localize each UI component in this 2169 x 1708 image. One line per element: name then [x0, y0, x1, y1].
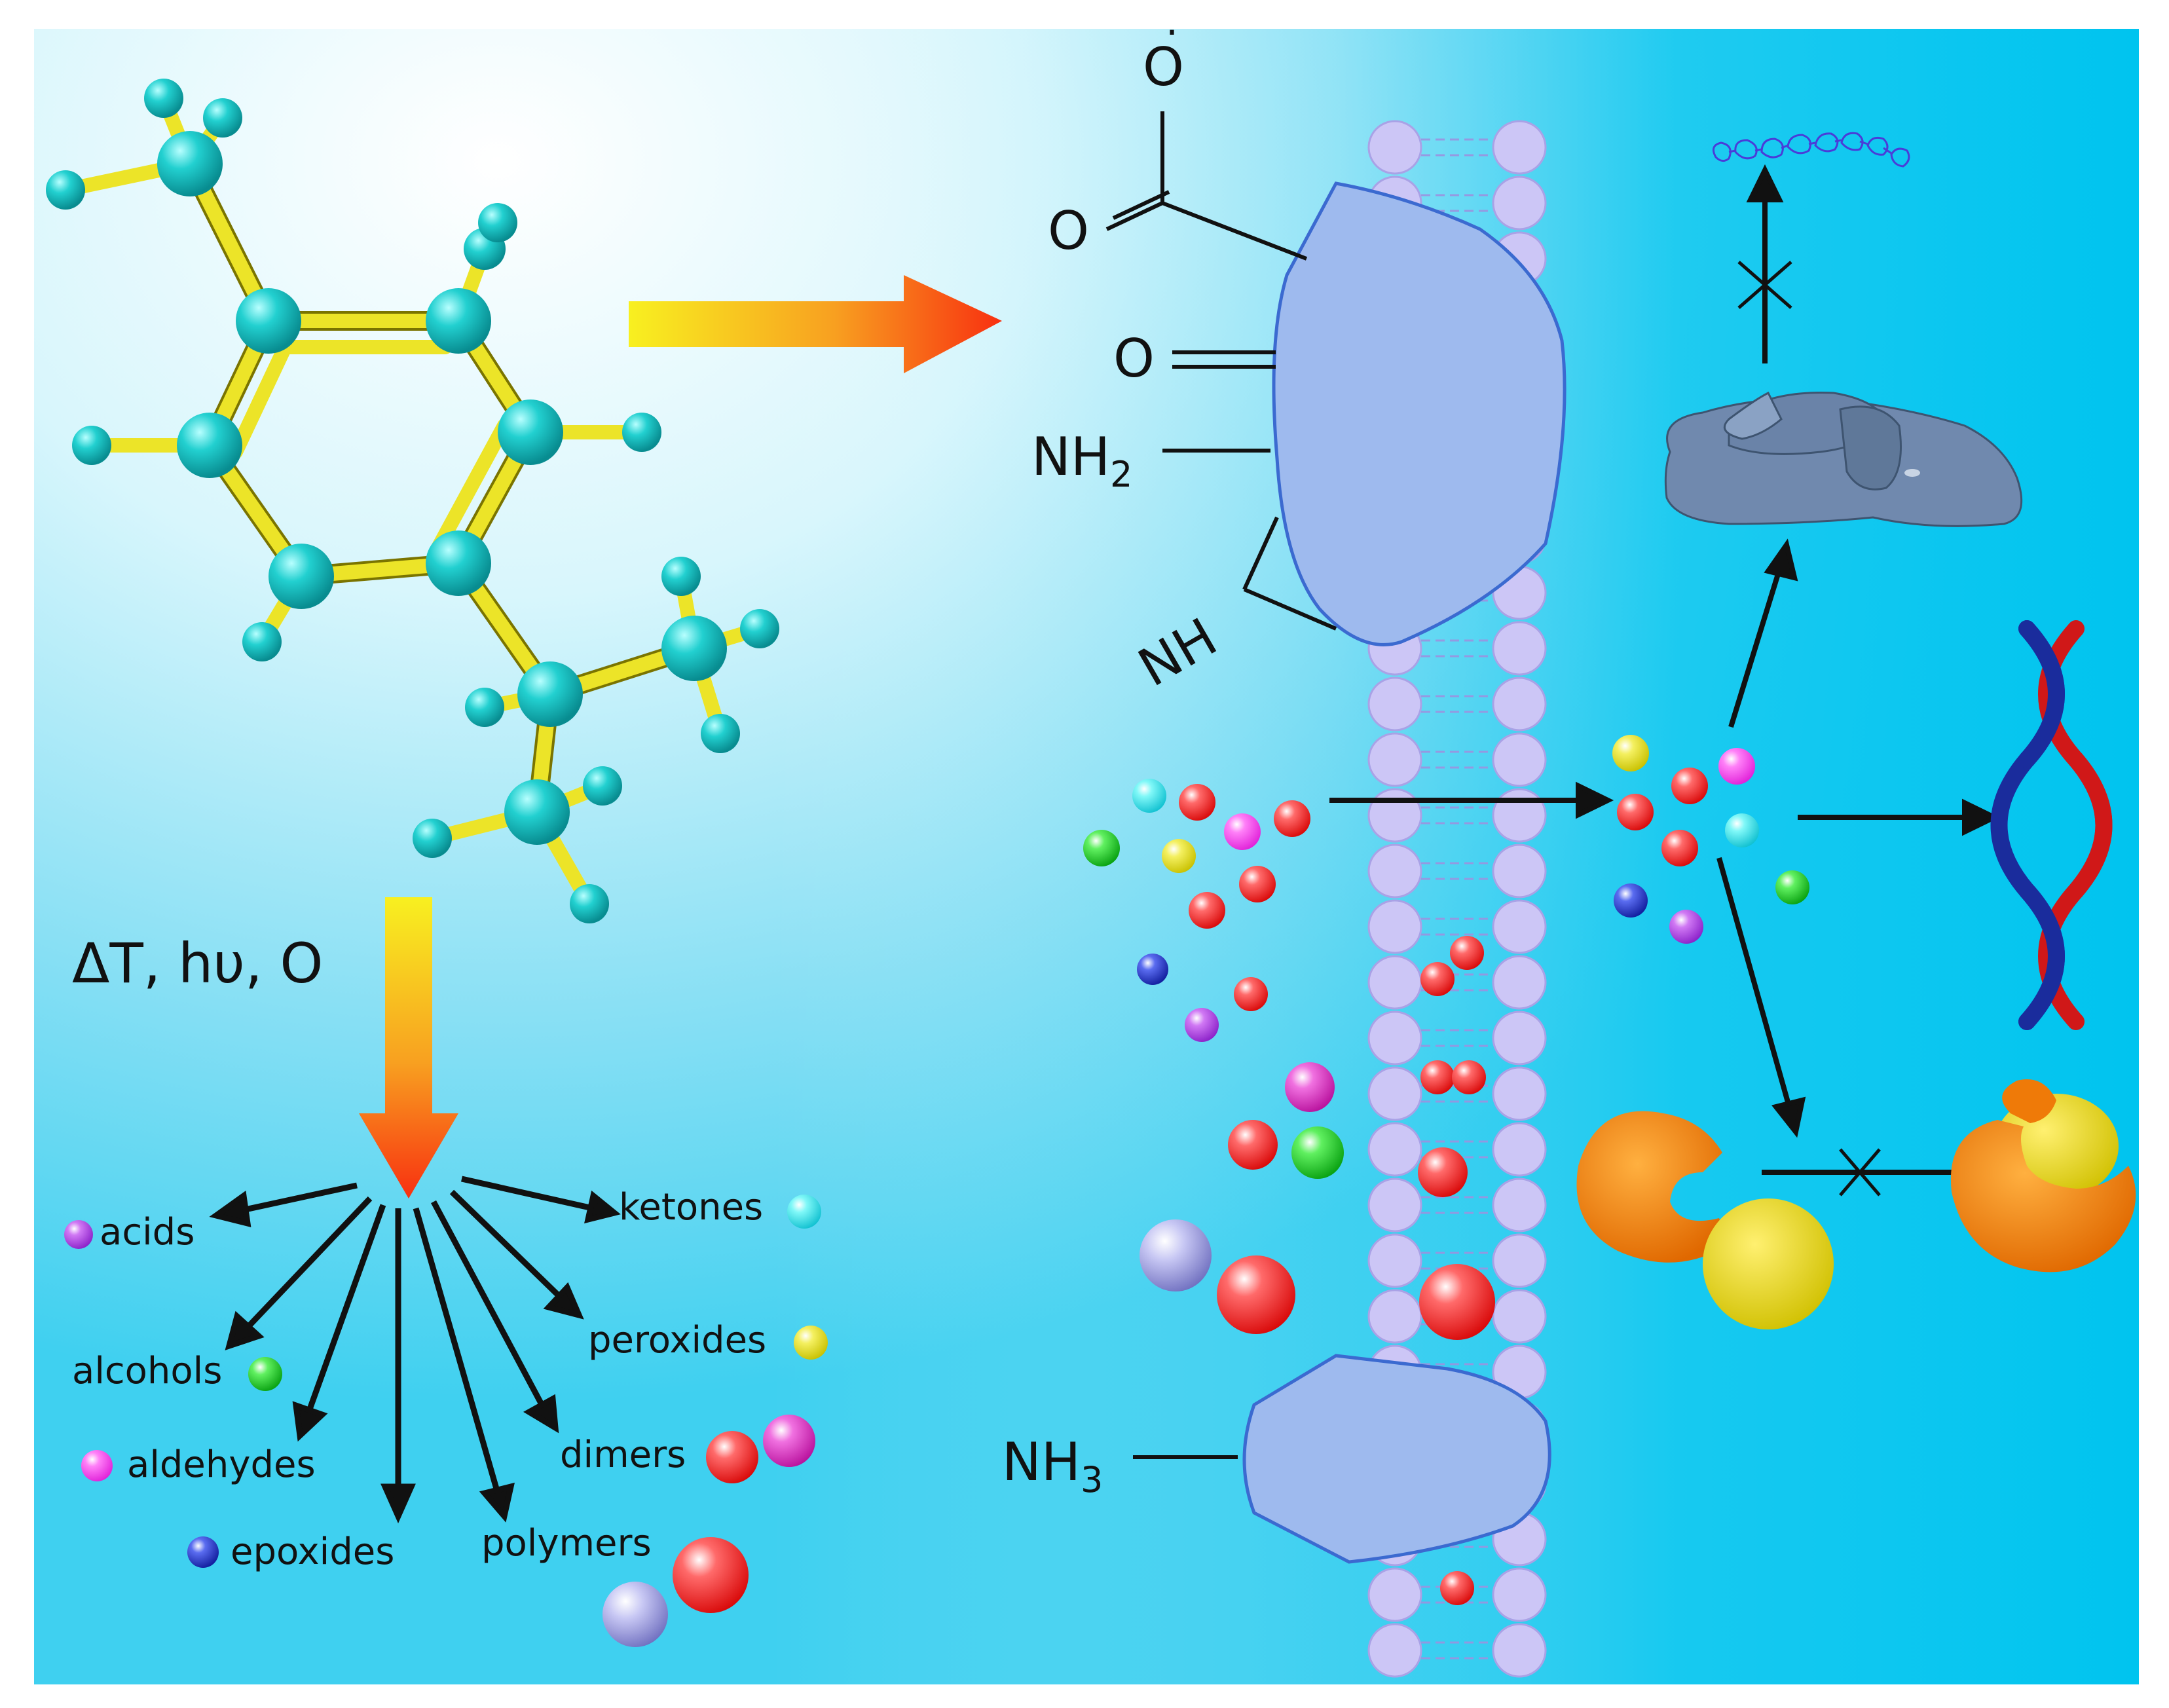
lipid-head: [1492, 955, 1547, 1010]
lipid-head: [1367, 1233, 1422, 1288]
carbonyl-o-label-1: O: [1048, 200, 1089, 261]
lipid-head: [1492, 899, 1547, 954]
aldehydes-label: aldehydes: [127, 1443, 316, 1486]
substrate-icon: [1703, 1198, 1834, 1329]
lipid-head: [1367, 1178, 1422, 1233]
nh3-label: NH3: [1002, 1432, 1103, 1500]
lipid-head: [1492, 1011, 1547, 1066]
acids-label: acids: [100, 1211, 195, 1253]
lipid-head: [1492, 1623, 1547, 1678]
product-list: acids alcohols aldehydes epoxides polyme…: [64, 1186, 828, 1647]
peroxides-ball: [794, 1326, 828, 1360]
lipid-head: [1367, 899, 1422, 954]
o-minus-label: O: [1143, 37, 1184, 98]
degradation-arrow-down: [359, 897, 458, 1198]
oxidation-products-in-membrane: [1418, 936, 1495, 1605]
ketones-label: ketones: [619, 1186, 763, 1229]
lipid-head: [1492, 1233, 1547, 1288]
product-arrows: [209, 1176, 621, 1524]
lipid-head: [1492, 176, 1547, 231]
lipid-head: [1367, 120, 1422, 175]
alcohols-label: alcohols: [72, 1350, 222, 1392]
lipid-head: [1367, 1122, 1422, 1177]
pathway-arrows: [1329, 164, 2001, 1191]
lipid-head: [1492, 1289, 1547, 1344]
nh2-label: NH2: [1031, 426, 1132, 495]
lipid-head: [1492, 621, 1547, 676]
dimers-label: dimers: [560, 1434, 686, 1476]
o-dot: ·: [1166, 10, 1178, 56]
lipid-head: [1367, 732, 1422, 787]
oxidation-products-intracellular: [1612, 735, 1809, 944]
lipid-head: [1492, 788, 1547, 843]
dimers-ball-2: [763, 1415, 815, 1467]
lipid-head: [1492, 1178, 1547, 1233]
lipid-head: [1492, 120, 1547, 175]
lipid-head: [1492, 677, 1547, 732]
enzyme-icon: [1576, 1111, 1729, 1263]
lipid-head: [1492, 1066, 1547, 1121]
lipid-head: [1492, 1122, 1547, 1177]
lipid-head: [1367, 1623, 1422, 1678]
blocked-arrow-icon: [1737, 261, 1881, 1197]
epoxides-label: epoxides: [231, 1531, 394, 1573]
dna-helix-icon: [1990, 620, 2113, 1030]
aldehydes-ball: [81, 1450, 113, 1481]
epoxides-ball: [187, 1536, 219, 1568]
ketones-ball: [787, 1195, 821, 1229]
carbonyl-o-label-2: O: [1113, 328, 1155, 389]
lipid-head: [1367, 1066, 1422, 1121]
lipid-head: [1367, 1567, 1422, 1622]
acids-ball: [64, 1220, 93, 1249]
alcohols-ball: [248, 1357, 282, 1391]
enzyme-substrate-complex-icon: [1950, 1079, 2136, 1272]
molecule-3d-icon: [46, 79, 779, 923]
lipid-head: [1367, 955, 1422, 1010]
lipid-head: [1367, 1011, 1422, 1066]
lipid-head: [1367, 1289, 1422, 1344]
lipid-head: [1367, 844, 1422, 899]
polymers-ball-1: [602, 1582, 668, 1647]
oxidation-products-outside: [1083, 779, 1344, 1334]
transmembrane-protein-icon-bottom: NH3: [1002, 1354, 1551, 1564]
lipid-head: [1492, 732, 1547, 787]
polymers-label: polymers: [481, 1522, 652, 1565]
peroxides-label: peroxides: [588, 1319, 766, 1362]
reaction-arrow-right: [629, 275, 1002, 373]
lipid-head: [1367, 788, 1422, 843]
peptide-chain-icon: [1712, 132, 1910, 168]
lipid-head: [1492, 844, 1547, 899]
lipid-head: [1367, 677, 1422, 732]
ribosome-icon: [1664, 391, 2023, 527]
lipid-head: [1492, 1567, 1547, 1622]
polymers-ball-2: [673, 1537, 749, 1613]
conditions-label: ΔT, hυ, O: [72, 931, 324, 995]
dimers-ball-1: [706, 1431, 758, 1483]
